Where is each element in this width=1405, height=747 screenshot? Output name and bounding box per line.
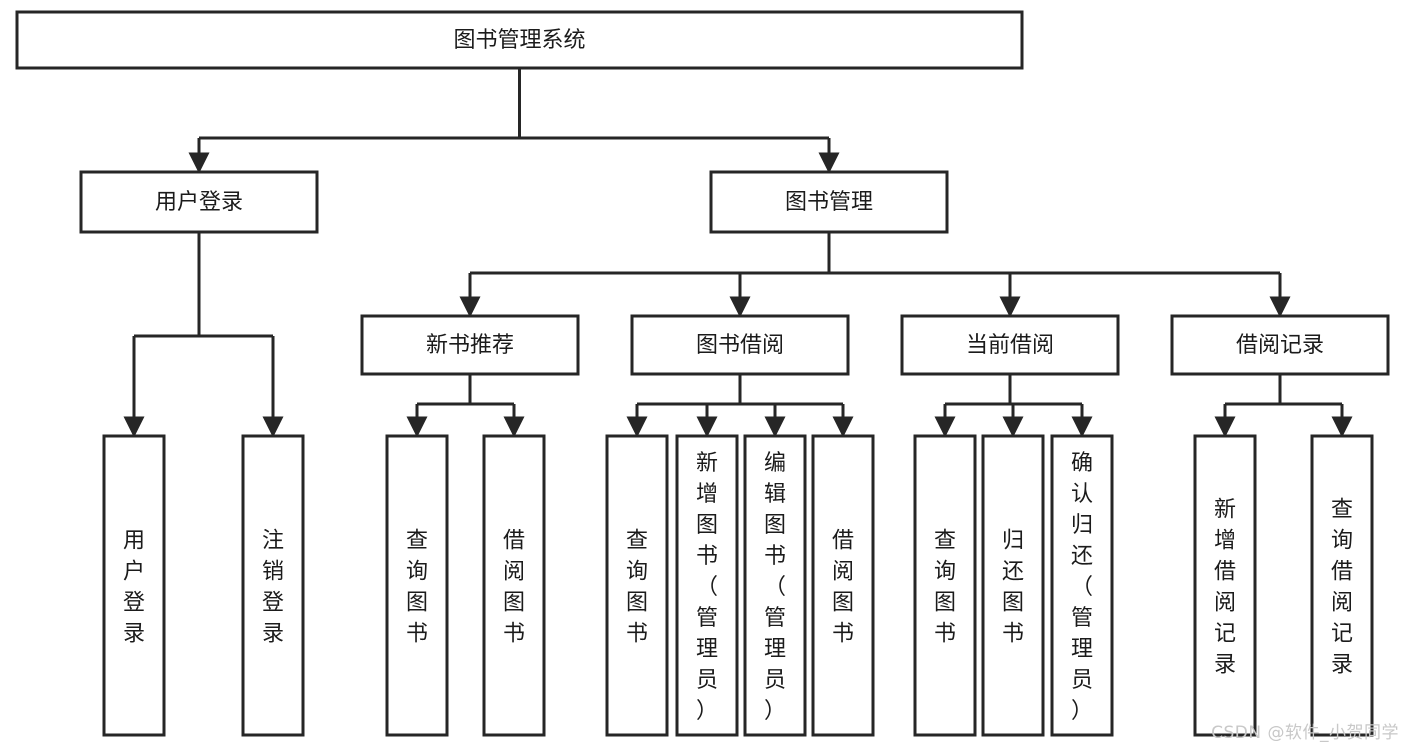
node-leaf-query-book-2[interactable]: 查询图书 bbox=[605, 434, 669, 737]
node-box-current-borrow[interactable] bbox=[900, 314, 1120, 376]
node-book-borrow[interactable]: 图书借阅 bbox=[630, 314, 850, 376]
node-box-user-login[interactable] bbox=[79, 170, 319, 234]
edge-group-current-borrow bbox=[934, 374, 1093, 438]
node-leaf-borrow-book-1[interactable]: 借阅图书 bbox=[482, 434, 546, 737]
node-label-new-book-rec: 新书推荐 bbox=[426, 333, 514, 358]
edge-group-root bbox=[188, 68, 840, 174]
node-box-leaf-query-book-3[interactable] bbox=[913, 434, 977, 737]
node-box-new-book-rec[interactable] bbox=[360, 314, 580, 376]
node-label-leaf-query-record: 查询借阅记录 bbox=[1331, 498, 1353, 678]
node-box-leaf-edit-book[interactable] bbox=[743, 434, 807, 737]
edge-group-user-login bbox=[123, 232, 284, 438]
node-label-leaf-confirm-return: 确认归还（管理员） bbox=[1071, 451, 1093, 724]
node-box-book-manage[interactable] bbox=[709, 170, 949, 234]
node-leaf-edit-book[interactable]: 编辑图书（管理员） bbox=[743, 434, 807, 737]
node-box-leaf-borrow-book-1[interactable] bbox=[482, 434, 546, 737]
node-box-root[interactable] bbox=[15, 10, 1024, 70]
node-box-leaf-user-login[interactable] bbox=[102, 434, 166, 737]
edge-group-borrow-record bbox=[1214, 374, 1353, 438]
node-leaf-query-book-3[interactable]: 查询图书 bbox=[913, 434, 977, 737]
node-new-book-rec[interactable]: 新书推荐 bbox=[360, 314, 580, 376]
node-book-manage[interactable]: 图书管理 bbox=[709, 170, 949, 234]
node-label-leaf-return-book: 归还图书 bbox=[1002, 529, 1024, 647]
node-current-borrow[interactable]: 当前借阅 bbox=[900, 314, 1120, 376]
node-label-leaf-user-login: 用户登录 bbox=[123, 529, 145, 647]
node-box-leaf-confirm-return[interactable] bbox=[1050, 434, 1114, 737]
node-label-leaf-edit-book: 编辑图书（管理员） bbox=[764, 451, 786, 724]
node-box-borrow-record[interactable] bbox=[1170, 314, 1390, 376]
node-box-leaf-logout[interactable] bbox=[241, 434, 305, 737]
node-box-leaf-borrow-book-2[interactable] bbox=[811, 434, 875, 737]
node-leaf-user-login[interactable]: 用户登录 bbox=[102, 434, 166, 737]
node-label-book-manage: 图书管理 bbox=[785, 190, 873, 215]
node-leaf-add-record[interactable]: 新增借阅记录 bbox=[1193, 434, 1257, 737]
node-box-leaf-add-record[interactable] bbox=[1193, 434, 1257, 737]
node-leaf-borrow-book-2[interactable]: 借阅图书 bbox=[811, 434, 875, 737]
node-box-book-borrow[interactable] bbox=[630, 314, 850, 376]
node-label-leaf-logout: 注销登录 bbox=[262, 529, 284, 647]
node-label-leaf-add-book: 新增图书（管理员） bbox=[696, 451, 718, 724]
node-user-login[interactable]: 用户登录 bbox=[79, 170, 319, 234]
node-root[interactable]: 图书管理系统 bbox=[15, 10, 1024, 70]
node-box-leaf-query-book-2[interactable] bbox=[605, 434, 669, 737]
node-layer: 图书管理系统用户登录图书管理新书推荐图书借阅当前借阅借阅记录用户登录注销登录查询… bbox=[15, 10, 1390, 737]
node-box-leaf-query-book-1[interactable] bbox=[385, 434, 449, 737]
node-borrow-record[interactable]: 借阅记录 bbox=[1170, 314, 1390, 376]
edge-group-new-book-rec bbox=[406, 374, 525, 438]
node-box-leaf-return-book[interactable] bbox=[981, 434, 1045, 737]
node-label-leaf-add-record: 新增借阅记录 bbox=[1214, 498, 1236, 678]
node-label-leaf-query-book-1: 查询图书 bbox=[406, 529, 428, 647]
edge-group-book-borrow bbox=[626, 374, 854, 438]
node-label-current-borrow: 当前借阅 bbox=[966, 333, 1054, 358]
node-label-leaf-borrow-book-1: 借阅图书 bbox=[503, 529, 525, 647]
node-label-leaf-borrow-book-2: 借阅图书 bbox=[832, 529, 854, 647]
node-leaf-logout[interactable]: 注销登录 bbox=[241, 434, 305, 737]
node-leaf-return-book[interactable]: 归还图书 bbox=[981, 434, 1045, 737]
node-label-book-borrow: 图书借阅 bbox=[696, 333, 784, 358]
edge-layer bbox=[123, 68, 1353, 438]
node-label-leaf-query-book-2: 查询图书 bbox=[626, 529, 648, 647]
node-box-leaf-add-book[interactable] bbox=[675, 434, 739, 737]
node-leaf-confirm-return[interactable]: 确认归还（管理员） bbox=[1050, 434, 1114, 737]
node-box-leaf-query-record[interactable] bbox=[1310, 434, 1374, 737]
node-leaf-query-book-1[interactable]: 查询图书 bbox=[385, 434, 449, 737]
node-label-leaf-query-book-3: 查询图书 bbox=[934, 529, 956, 647]
edge-group-book-manage bbox=[459, 232, 1291, 318]
node-leaf-query-record[interactable]: 查询借阅记录 bbox=[1310, 434, 1374, 737]
node-label-borrow-record: 借阅记录 bbox=[1236, 333, 1324, 358]
node-leaf-add-book[interactable]: 新增图书（管理员） bbox=[675, 434, 739, 737]
node-label-user-login: 用户登录 bbox=[155, 190, 243, 215]
node-label-root: 图书管理系统 bbox=[453, 28, 585, 53]
